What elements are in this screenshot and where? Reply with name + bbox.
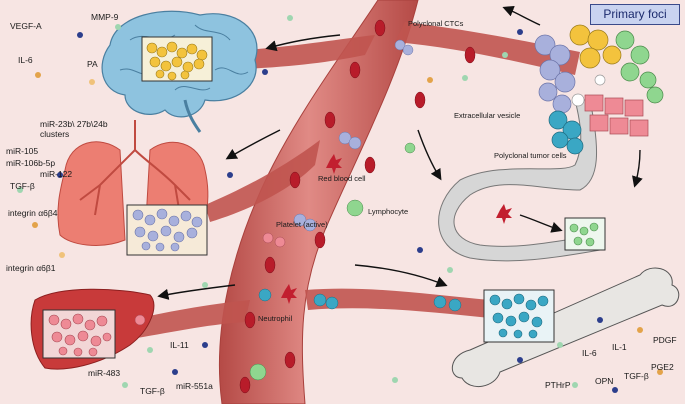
stream-tumor-to-vessel [395,22,580,75]
label-vegf-a: VEGF-A [10,21,42,31]
primary-foci-title: Primary foci [590,4,680,25]
arrow-lymph-inset [519,214,563,233]
label-mir106b: miR-106b-5p [6,158,56,168]
blood-vessel [218,0,419,404]
red-blood-cells [239,19,476,394]
arrow-from-tumor [502,5,541,26]
label-polyclonal-tumor-cells: Polyclonal tumor cells [494,151,567,160]
label-tgfb-liver: TGF-β [140,386,165,396]
label-pthrp: PTHrP [545,380,571,390]
label-pdgf: PDGF [653,335,677,345]
label-mir-cluster: miR-23b\ 27b\24b clusters [40,119,108,139]
arrow-to-brain [265,34,341,52]
label-extracellular-vesicle: Extracellular vesicle [454,111,521,120]
label-integrin-a6b1: integrin α6β1 [6,263,56,273]
label-platelet: Platelet (active) [276,220,328,229]
arrow-to-liver [157,284,236,300]
arrow-to-lung [225,129,281,160]
arrow-to-lymph [417,129,442,181]
label-tgfb-lung: TGF-β [10,181,35,191]
stream-to-bone [305,288,490,318]
stream-to-lung [205,140,320,222]
tumor-cluster-icon [534,24,664,155]
label-tgfb-bone: TGF-β [624,371,649,381]
label-il6-bone: IL-6 [582,348,597,358]
label-integrin-a6b4: integrin α6β4 [8,208,58,218]
stream-to-liver [110,300,250,342]
label-mmp9: MMP-9 [91,12,119,22]
label-mir551a: miR-551a [176,381,213,391]
label-polyclonal-ctcs: Polyclonal CTCs [408,19,464,28]
label-mir483: miR-483 [88,368,121,378]
arrow-to-bone [354,264,448,288]
label-neutrophil: Neutrophil [258,314,293,323]
label-il11: IL-11 [170,340,189,350]
label-mir122: miR-122 [40,169,73,179]
label-il6-top: IL-6 [18,55,33,65]
bone-icon [452,267,680,387]
label-opn: OPN [595,376,614,386]
arrow-tumor-down [632,149,643,188]
label-il1: IL-1 [612,342,627,352]
label-mir105: miR-105 [6,146,39,156]
label-lymphocyte: Lymphocyte [368,207,409,216]
label-red-blood-cell: Red blood cell [318,174,366,183]
label-pa: PA [87,59,98,69]
label-pge2: PGE2 [651,362,674,372]
